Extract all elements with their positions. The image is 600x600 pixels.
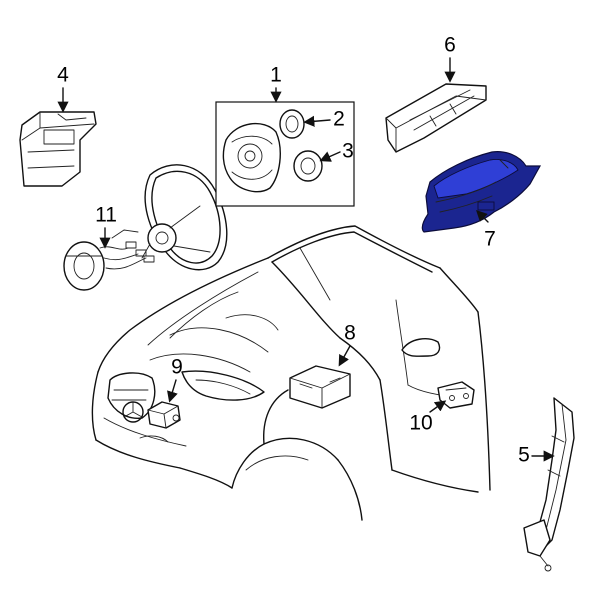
callout-7: 7 <box>484 228 496 251</box>
passenger-airbag-part <box>385 83 487 153</box>
callout-1: 1 <box>270 64 282 87</box>
callout-4: 4 <box>57 64 69 87</box>
car-body <box>91 225 491 521</box>
callouts: 1 2 3 4 5 6 7 8 9 10 11 <box>57 34 530 467</box>
callout-6: 6 <box>444 34 456 57</box>
callout-9: 9 <box>171 356 183 379</box>
curtain-airbag-part <box>523 397 575 572</box>
callout-8: 8 <box>344 322 356 345</box>
clockspring-part <box>63 229 155 291</box>
front-sensor-part <box>147 401 181 429</box>
control-module-part <box>289 365 351 409</box>
callout-2: 2 <box>333 108 345 131</box>
callout-11: 11 <box>95 204 117 227</box>
side-sensor-part <box>437 381 475 409</box>
steering-wheel <box>141 164 228 271</box>
callout-5: 5 <box>518 444 530 467</box>
callout-3: 3 <box>342 140 354 163</box>
highlighted-part-7 <box>421 151 542 233</box>
leader-lines <box>57 57 555 462</box>
callout-10: 10 <box>409 412 432 435</box>
knee-airbag-part <box>19 111 97 187</box>
